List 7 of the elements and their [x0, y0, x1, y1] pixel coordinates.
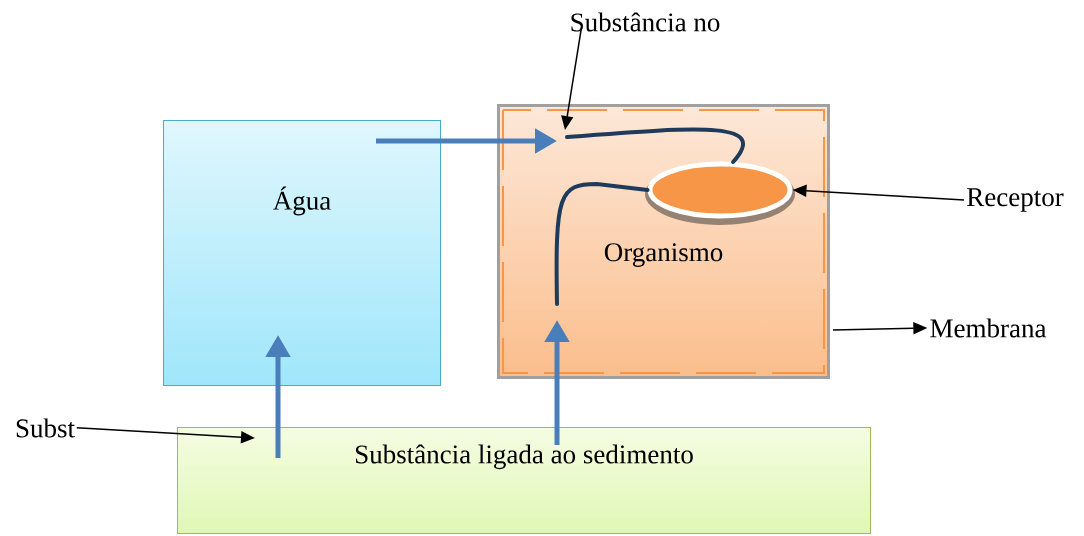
water-box: Água [163, 120, 441, 386]
callout-text: Substância no [571, 12, 720, 32]
receptor-ellipse [645, 161, 795, 225]
callout-text: Subst [16, 418, 75, 438]
callout-text: Membrana [930, 318, 1047, 338]
callout-text: Receptor [967, 188, 1064, 212]
sediment-box: Substância ligada ao sedimento [177, 427, 871, 534]
